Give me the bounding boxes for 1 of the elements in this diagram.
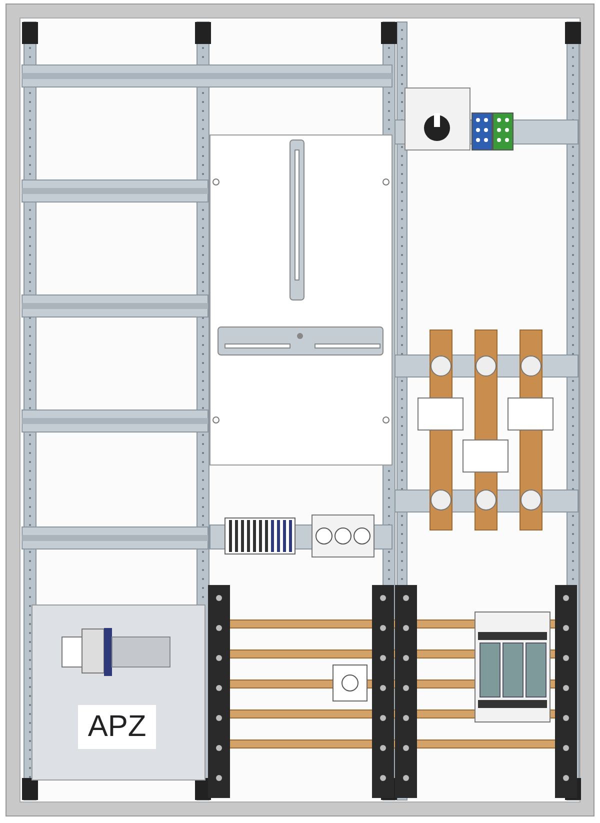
label-plate: APZ bbox=[78, 705, 156, 749]
